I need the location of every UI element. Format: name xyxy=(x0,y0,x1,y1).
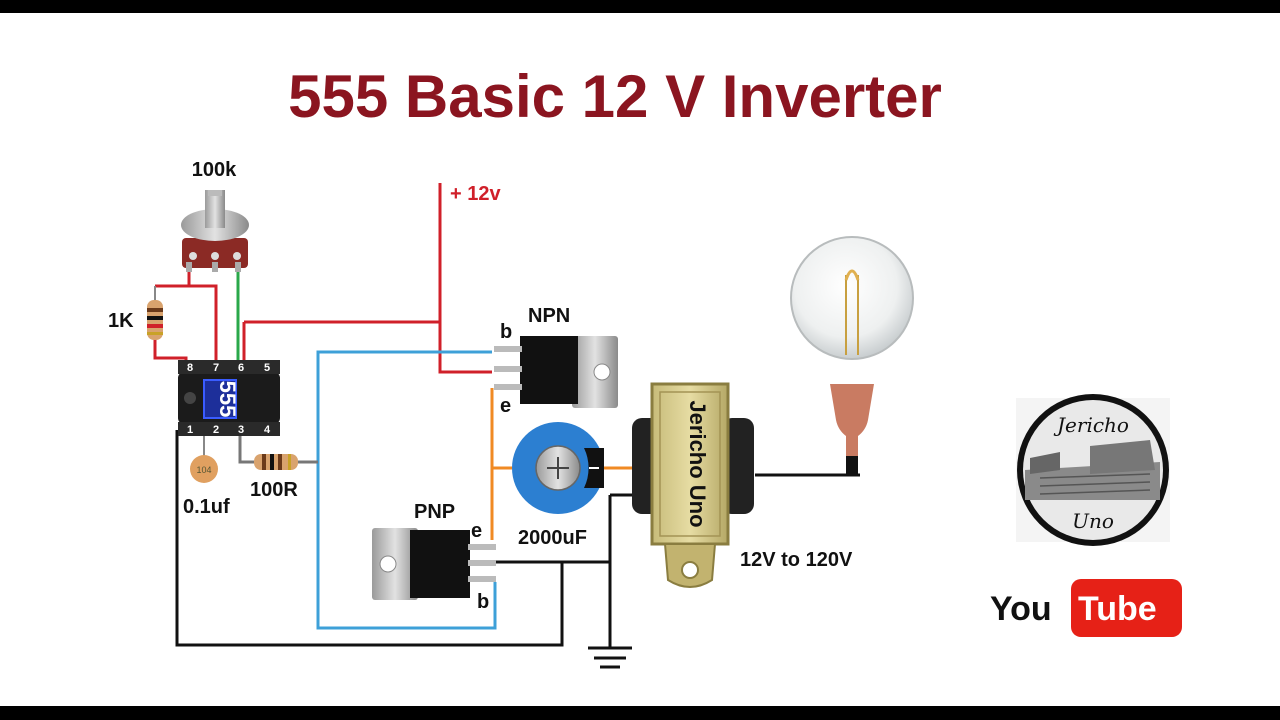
capacitor-small-marking: 104 xyxy=(196,465,211,475)
page-title: 555 Basic 12 V Inverter xyxy=(288,63,942,130)
red-wires xyxy=(153,183,492,430)
resistor-100r xyxy=(254,454,298,470)
logo-line1: Jericho xyxy=(1053,413,1129,437)
npn-label: NPN xyxy=(528,305,570,327)
ic-pin-3: 3 xyxy=(238,424,244,436)
capacitor-small-label: 0.1uf xyxy=(183,496,230,518)
light-bulb xyxy=(790,236,914,476)
ic-pin-8: 8 xyxy=(187,362,193,374)
ic-pin-6: 6 xyxy=(238,362,244,374)
top-letterbox-bar xyxy=(0,0,1280,13)
resistor-1k xyxy=(147,286,163,340)
transformer: Jericho Uno xyxy=(632,382,754,588)
capacitor-electrolytic-label: 2000uF xyxy=(518,527,587,549)
ic-label: 555 xyxy=(215,381,240,418)
blue-wires xyxy=(316,350,497,630)
ic-pin-5: 5 xyxy=(264,362,270,374)
pnp-base-label: b xyxy=(477,591,489,613)
npn-emitter-label: e xyxy=(500,395,511,417)
pnp-emitter-label: e xyxy=(471,520,482,542)
ground-symbol xyxy=(588,640,632,669)
npn-base-label: b xyxy=(500,321,512,343)
ic-pin-4: 4 xyxy=(264,424,271,436)
youtube-you-text: You xyxy=(990,590,1052,628)
pnp-label: PNP xyxy=(414,501,455,523)
pot-value: 100k xyxy=(192,159,237,181)
bottom-letterbox-bar xyxy=(0,706,1280,720)
black-wires xyxy=(175,430,860,647)
resistor-1k-label: 1K xyxy=(108,310,134,332)
ic-pin-7: 7 xyxy=(213,362,219,374)
transistor-npn xyxy=(494,336,618,408)
capacitor-electrolytic xyxy=(512,422,604,514)
jericho-uno-logo xyxy=(1016,394,1170,546)
ic-pin-1: 1 xyxy=(187,424,193,436)
youtube-tube-text: Tube xyxy=(1078,590,1157,628)
ic-pin-2: 2 xyxy=(213,424,219,436)
supply-label: + 12v xyxy=(450,183,501,205)
ic-555: 555 xyxy=(178,360,280,436)
resistor-100r-label: 100R xyxy=(250,479,298,501)
transistor-pnp xyxy=(372,528,496,600)
youtube-logo[interactable] xyxy=(1071,579,1182,637)
transformer-label: Jericho Uno xyxy=(685,400,710,527)
logo-line2: Uno xyxy=(1072,509,1114,533)
capacitor-small xyxy=(190,436,218,483)
transformer-rating: 12V to 120V xyxy=(740,549,853,571)
potentiometer xyxy=(181,190,249,272)
